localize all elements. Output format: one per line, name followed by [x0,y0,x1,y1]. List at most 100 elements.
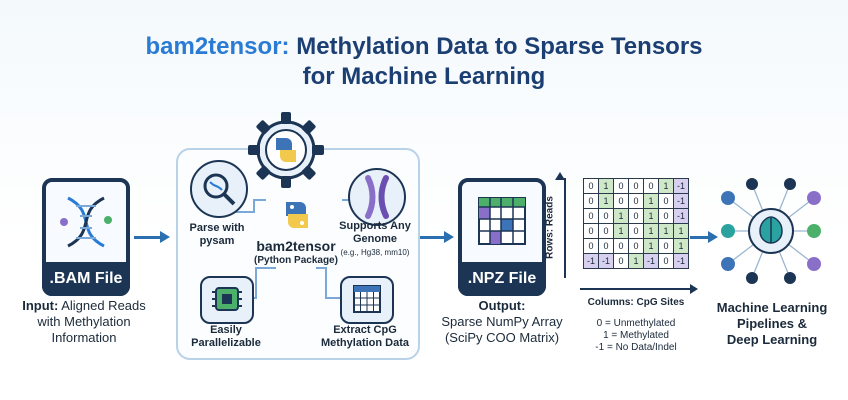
matrix-cell: 1 [643,193,659,209]
extract-line2: Methylation Data [320,337,409,349]
input-caption-bold: Input: [22,298,59,313]
matrix-cell: 0 [628,208,644,224]
array-grid-icon [478,197,526,245]
gear-icon [248,112,324,188]
rows-label: Rows: Reads [544,196,556,259]
parallel-line2: Parallelizable [191,337,261,349]
parse-line1: Parse with [189,222,245,234]
output-caption-bold: Output: [478,298,526,313]
package-subtitle: (Python Package) [254,255,338,266]
parallel-feature-label: Easily Parallelizable [186,324,266,350]
magnifier-icon [203,173,236,206]
matrix-cell: 1 [673,223,689,239]
matrix-cell: 1 [613,223,629,239]
title-highlight: bam2tensor: [145,33,290,60]
matrix-cell: 0 [613,193,629,209]
matrix-cell: 1 [658,178,674,194]
matrix-cell: 0 [583,223,599,239]
bam-file-label: .BAM File [42,262,130,296]
title-line2: for Machine Learning [302,63,546,90]
matrix-cell: 1 [643,223,659,239]
matrix-cell: -1 [673,253,689,269]
rows-axis [555,172,572,278]
arrow-npz-to-ml [690,231,718,243]
matrix-cell: 1 [643,208,659,224]
matrix-legend: 0 = Unmethylated 1 = Methylated -1 = No … [566,318,706,354]
arrow-input-to-package [134,231,170,243]
matrix-cell: 1 [598,178,614,194]
genome-line1: Supports Any [339,220,411,232]
page-title: bam2tensor: Methylation Data to Sparse T… [0,32,848,92]
ml-line1: Machine Learning [716,300,828,315]
input-caption: Input: Aligned Reads with Methylation In… [14,298,154,346]
matrix-cell: 0 [598,223,614,239]
output-caption-line2: (SciPy COO Matrix) [444,330,560,345]
matrix-cell: 0 [613,238,629,254]
matrix-cell: 0 [613,178,629,194]
matrix-cell: 1 [673,238,689,254]
extract-line1: Extract CpG [333,324,397,336]
genome-feature-label: Supports Any Genome (e.g., Hg38, mm10) [330,220,420,259]
matrix-cell: 1 [643,238,659,254]
matrix-cell: 0 [658,193,674,209]
matrix-cell: 1 [658,223,674,239]
genome-note: (e.g., Hg38, mm10) [340,248,410,257]
matrix-cell: 0 [658,253,674,269]
matrix-cell: 0 [658,238,674,254]
legend-no-data: -1 = No Data/Indel [595,342,677,353]
input-caption-line3: Information [51,330,117,345]
neural-network-icon [721,178,821,284]
matrix-cell: 0 [613,253,629,269]
matrix-cell: 0 [643,178,659,194]
package-name: bam2tensor [256,238,336,254]
matrix-cell: -1 [598,253,614,269]
matrix-cell: 0 [583,178,599,194]
matrix-cell: -1 [673,208,689,224]
parse-feature-icon [190,160,248,218]
cols-label: Columns: CpG Sites [587,297,685,308]
matrix-cell: 0 [598,238,614,254]
matrix-cell: -1 [583,253,599,269]
genome-feature-icon [348,168,406,226]
matrix-cell: 0 [628,178,644,194]
matrix-cell: 0 [628,193,644,209]
chromosome-icon [365,175,389,219]
cols-axis-line [580,288,692,290]
bam-file-icon: .BAM File [42,178,130,296]
ml-caption: Machine Learning Pipelines & Deep Learni… [708,300,836,348]
python-logo-icon [286,202,308,228]
grid-table-icon [353,285,381,313]
ml-line3: Deep Learning [726,332,818,347]
matrix-cell: 0 [583,208,599,224]
matrix-cell: 1 [628,253,644,269]
input-caption-text: Aligned Reads [58,298,146,313]
matrix-cell: 0 [583,193,599,209]
npz-file-label: .NPZ File [458,262,546,296]
parallel-feature-icon [200,276,254,324]
matrix-cell: 0 [583,238,599,254]
matrix-cell: 1 [613,208,629,224]
ml-line2: Pipelines & [736,316,808,331]
matrix-cell: 0 [598,208,614,224]
matrix-cell: -1 [673,193,689,209]
parse-line2: pysam [199,235,235,247]
matrix-cell: 0 [628,223,644,239]
parallel-line1: Easily [210,324,242,336]
extract-feature-icon [340,276,394,324]
parse-feature-label: Parse with pysam [182,222,252,248]
extract-feature-label: Extract CpG Methylation Data [316,324,414,350]
legend-unmethylated: 0 = Unmethylated [596,318,676,329]
matrix-cell: 1 [598,193,614,209]
cpu-chip-icon [212,287,242,311]
matrix-cell: 0 [628,238,644,254]
dna-icon [60,196,112,248]
cols-axis-arrowhead [690,284,698,294]
title-rest: Methylation Data to Sparse Tensors [289,33,703,60]
output-caption: Output: Sparse NumPy Array (SciPy COO Ma… [432,298,572,346]
